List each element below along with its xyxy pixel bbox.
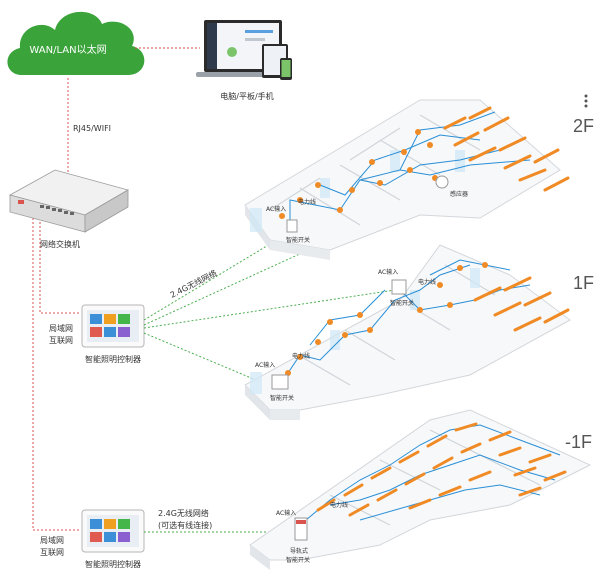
1f-power-line-left: 电力线 (292, 352, 310, 360)
lan-label-bottom-1: 局域网 (40, 535, 64, 545)
1f-smart-switch-left: 智能开关 (270, 394, 294, 402)
b1-ac-input: AC输入 (276, 509, 296, 517)
b1-power-line: 电力线 (330, 501, 348, 509)
floor-1f-plan (244, 244, 571, 420)
cloud-label: WAN/LAN以太网 (29, 43, 106, 56)
wireless-label-bottom-1: 2.4G无线网络 (158, 508, 209, 518)
2f-smart-switch: 智能开关 (286, 236, 310, 244)
1f-power-line-right: 电力线 (418, 278, 436, 286)
2f-sensor: 感应器 (450, 190, 468, 198)
cloud-icon (7, 11, 145, 76)
link-label: RJ45/WIFI (73, 124, 111, 133)
wired-links (32, 47, 200, 531)
2f-power-line: 电力线 (298, 198, 316, 206)
floor-2f-plan (244, 99, 570, 260)
floor-b1-plan (249, 409, 592, 570)
controller-panel-bottom (81, 509, 145, 553)
controller-label-bottom: 智能照明控制器 (85, 559, 141, 569)
floor-label-2f: 2F (573, 116, 594, 136)
2f-ac-input: AC输入 (266, 205, 286, 213)
devices-label: 电脑/平板/手机 (220, 91, 273, 101)
lan-label-top-2: 互联网 (49, 336, 73, 345)
switch-label: 网络交换机 (40, 239, 80, 249)
wireless-label-bottom-2: (可选有线连接) (158, 520, 212, 530)
controller-panel-top (81, 304, 145, 348)
1f-ac-input-right: AC输入 (378, 268, 398, 276)
b1-rail-switch-1: 导轨式 (290, 547, 308, 555)
1f-ac-input-left: AC输入 (255, 361, 275, 369)
lan-label-bottom-2: 互联网 (40, 548, 64, 557)
controller-label-top: 智能照明控制器 (85, 354, 141, 364)
floor-label-1f: 1F (573, 273, 594, 293)
b1-rail-switch-2: 智能开关 (286, 556, 310, 564)
switch-icon (8, 169, 130, 233)
devices-icon (196, 20, 292, 80)
1f-smart-switch-right: 智能开关 (390, 299, 414, 307)
floor-label-b1: -1F (565, 432, 592, 452)
lan-label-top-1: 局域网 (49, 323, 73, 333)
vertical-ellipsis-icon (584, 94, 588, 108)
